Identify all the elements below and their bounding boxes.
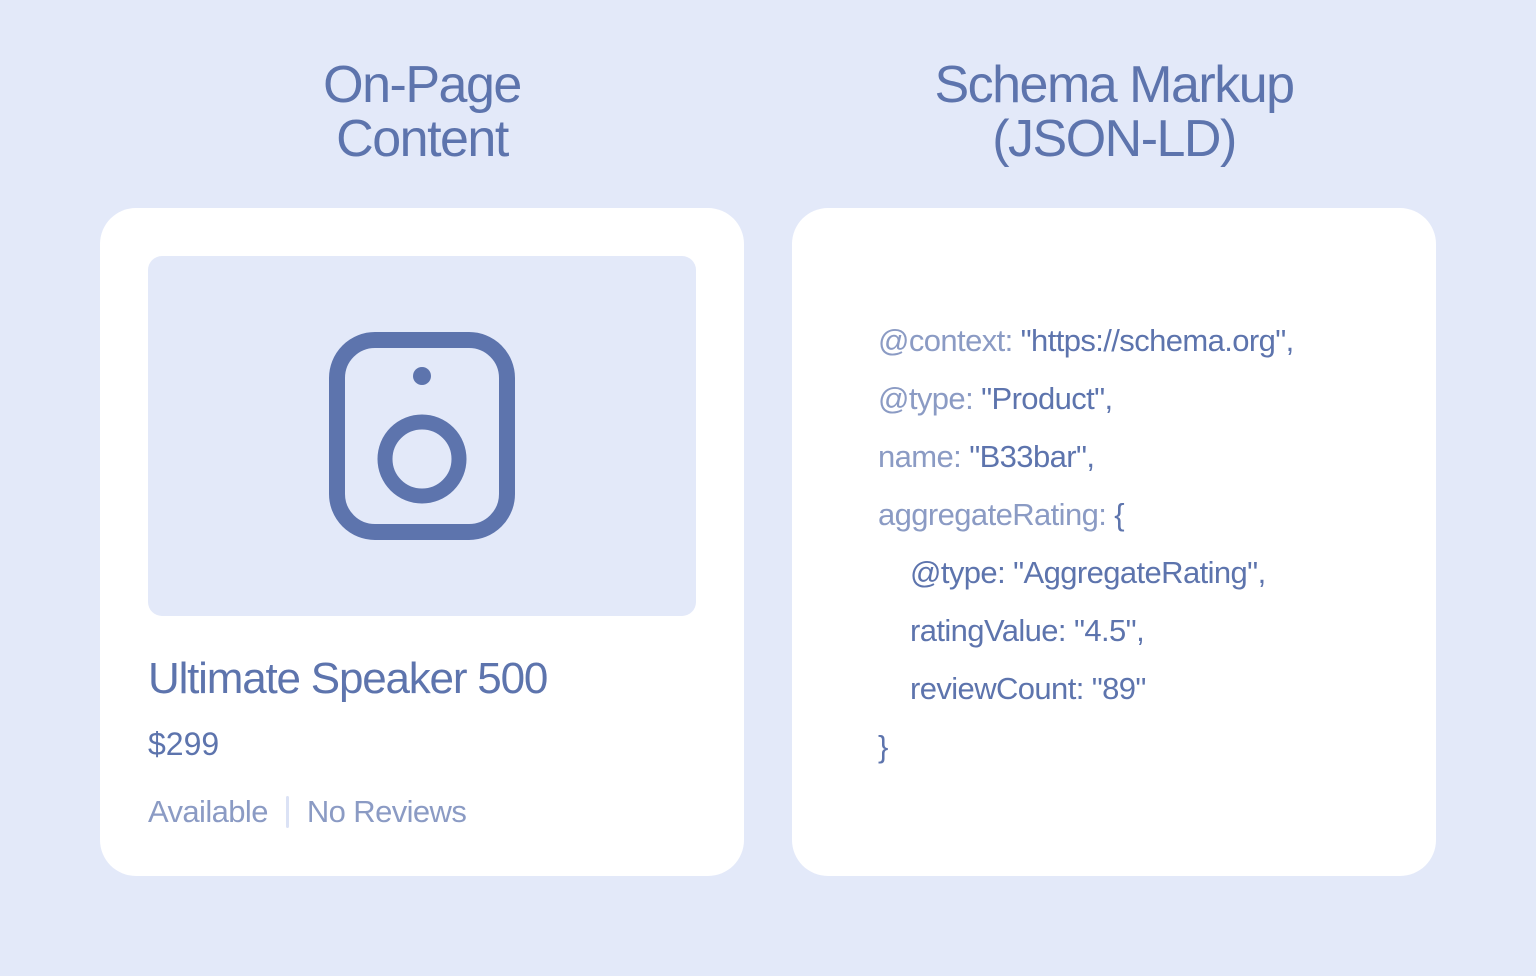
code-line-type: @type: "Product", xyxy=(878,374,1294,432)
code-line-rating-type: @type: "AggregateRating", xyxy=(878,548,1294,606)
code-value: "Product", xyxy=(981,381,1113,416)
code-key: reviewCount: xyxy=(910,671,1084,706)
meta-divider xyxy=(285,796,289,828)
product-card: Ultimate Speaker 500 $299 Available No R… xyxy=(100,208,744,876)
schema-markup-title: Schema Markup (JSON-LD) xyxy=(792,58,1436,166)
code-key: aggregateRating: xyxy=(878,497,1107,532)
schema-markup-title-line2: (JSON-LD) xyxy=(992,110,1237,168)
schema-card: @context: "https://schema.org", @type: "… xyxy=(792,208,1436,876)
code-key: name: xyxy=(878,439,962,474)
code-value: "AggregateRating", xyxy=(1013,555,1266,590)
code-line-aggregate-rating: aggregateRating: { xyxy=(878,490,1294,548)
code-value: "https://schema.org", xyxy=(1020,323,1295,358)
code-key: @context: xyxy=(878,323,1013,358)
code-line-context: @context: "https://schema.org", xyxy=(878,316,1294,374)
code-brace-close: } xyxy=(878,729,888,764)
code-value: "4.5", xyxy=(1073,613,1145,648)
product-price: $299 xyxy=(148,726,220,762)
code-key: ratingValue: xyxy=(910,613,1067,648)
on-page-content-title-line2: Content xyxy=(336,110,509,168)
on-page-content-title: On-Page Content xyxy=(100,58,744,166)
code-line-close: } xyxy=(878,722,1294,780)
code-line-name: name: "B33bar", xyxy=(878,432,1294,490)
on-page-content-title-line1: On-Page xyxy=(323,56,522,114)
code-key: @type: xyxy=(910,555,1006,590)
code-value: "89" xyxy=(1091,671,1147,706)
code-value: "B33bar", xyxy=(969,439,1095,474)
product-meta: Available No Reviews xyxy=(148,794,467,830)
reviews-status: No Reviews xyxy=(306,794,467,829)
code-line-rating-value: ratingValue: "4.5", xyxy=(878,606,1294,664)
json-ld-code: @context: "https://schema.org", @type: "… xyxy=(878,316,1294,780)
schema-markup-title-line1: Schema Markup xyxy=(934,56,1295,114)
availability-status: Available xyxy=(148,794,268,829)
product-image xyxy=(148,256,696,616)
code-key: @type: xyxy=(878,381,974,416)
product-name: Ultimate Speaker 500 xyxy=(148,654,548,703)
speaker-icon xyxy=(329,332,515,540)
code-line-review-count: reviewCount: "89" xyxy=(878,664,1294,722)
code-brace-open: { xyxy=(1114,497,1125,532)
